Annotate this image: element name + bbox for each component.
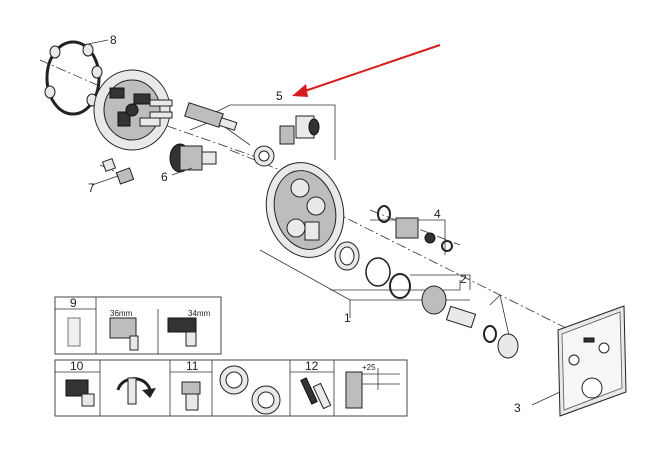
part-7-screws xyxy=(91,157,135,186)
callout-10: 10 xyxy=(70,359,84,373)
callout-5: 5 xyxy=(276,89,283,103)
size-34mm-label: 34mm xyxy=(188,309,211,318)
trim-escutcheon xyxy=(265,162,345,258)
part-4-cartridge-set xyxy=(377,205,453,252)
part-8-retaining-ring xyxy=(44,39,109,116)
valve-body xyxy=(93,69,173,151)
callout-12: 12 xyxy=(305,359,319,373)
part-5-spindle-kit xyxy=(184,102,320,167)
callout-7: 7 xyxy=(88,181,95,195)
callout-4: 4 xyxy=(434,207,441,221)
part-2-sleeve-set xyxy=(334,241,519,359)
callout-9: 9 xyxy=(70,296,77,310)
callout-6: 6 xyxy=(161,170,168,184)
callout-11: 11 xyxy=(186,359,199,373)
tool-panel-9 xyxy=(54,296,222,355)
callout-3: 3 xyxy=(514,401,521,415)
tool-panel-row xyxy=(54,359,408,417)
part-6-cartridge xyxy=(169,143,217,176)
callout-1: 1 xyxy=(344,311,351,325)
size-36mm-label: 36mm xyxy=(110,309,133,318)
highlight-arrow xyxy=(292,44,441,97)
callout-8: 8 xyxy=(110,33,117,47)
dimension-plus-25: +25 xyxy=(362,363,376,372)
callout-2: 2 xyxy=(460,272,467,286)
part-3-cover-plate xyxy=(531,305,627,417)
